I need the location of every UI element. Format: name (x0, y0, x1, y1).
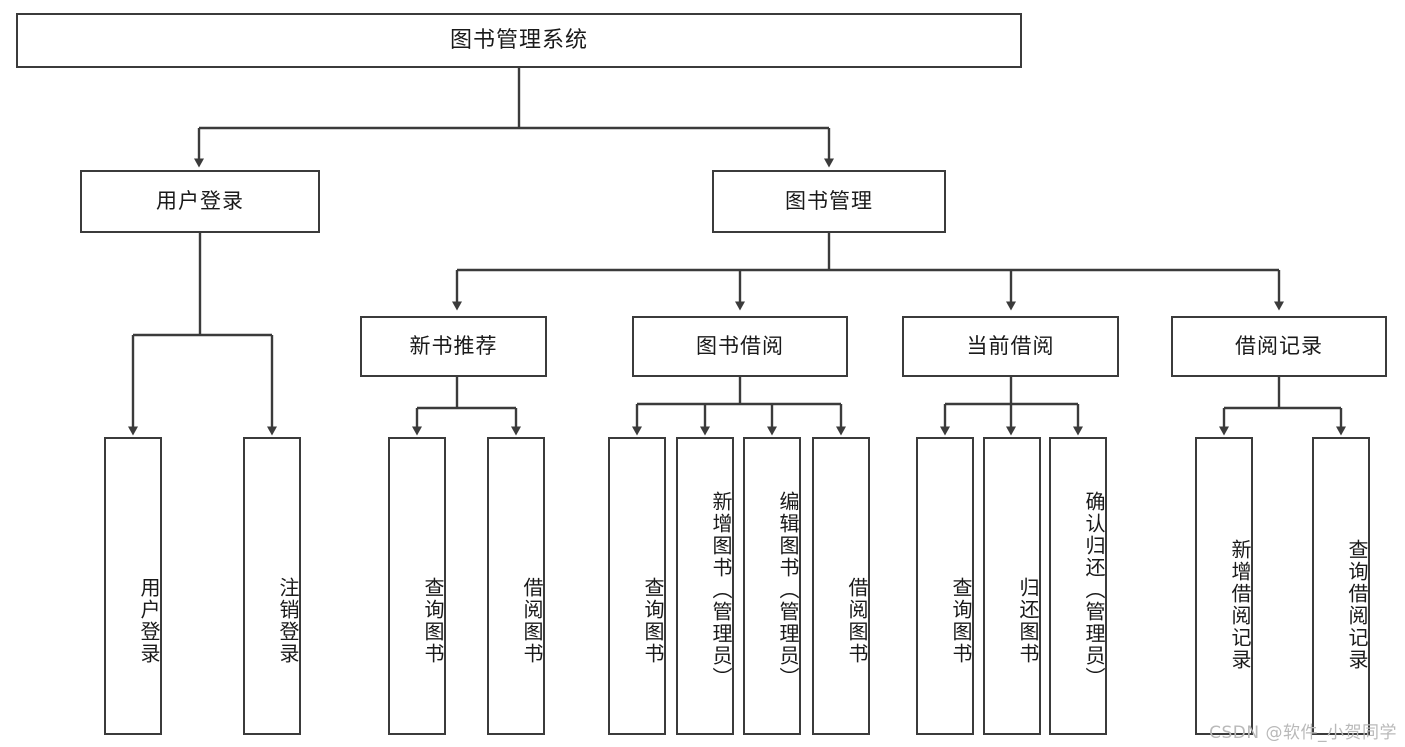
leaf-user-login-signout[interactable]: 注销登录 (243, 437, 301, 735)
node-label: 用户登录 (156, 189, 244, 214)
node-label: 图书管理系统 (449, 27, 588, 53)
node-label: 当前借阅 (966, 334, 1055, 359)
node-label: 图书管理 (785, 189, 873, 214)
node-label: 新增借阅记录 (1228, 539, 1252, 671)
leaf-new-book-borrow[interactable]: 借阅图书 (487, 437, 545, 735)
node-label: 归还图书 (1016, 577, 1040, 665)
leaf-current-borrow-confirm-admin[interactable]: 确认归还（管理员） (1049, 437, 1107, 735)
node-label: 查询借阅记录 (1345, 539, 1369, 671)
node-label: 查询图书 (421, 577, 445, 665)
node-borrow-record[interactable]: 借阅记录 (1171, 316, 1387, 377)
node-label: 编辑图书（管理员） (776, 491, 800, 689)
leaf-user-login-signin[interactable]: 用户登录 (104, 437, 162, 735)
node-label: 借阅记录 (1235, 334, 1323, 359)
node-label: 新书推荐 (409, 334, 498, 359)
node-root-system[interactable]: 图书管理系统 (16, 13, 1022, 68)
leaf-book-borrow-edit-admin[interactable]: 编辑图书（管理员） (743, 437, 801, 735)
leaf-book-borrow-add-admin[interactable]: 新增图书（管理员） (676, 437, 734, 735)
node-label: 新增图书（管理员） (709, 491, 733, 689)
node-user-login[interactable]: 用户登录 (80, 170, 320, 233)
node-book-borrow[interactable]: 图书借阅 (632, 316, 848, 377)
leaf-new-book-query[interactable]: 查询图书 (388, 437, 446, 735)
node-new-book-recommend[interactable]: 新书推荐 (360, 316, 547, 377)
node-label: 确认归还（管理员） (1082, 491, 1106, 689)
node-label: 用户登录 (137, 577, 161, 665)
node-label: 图书借阅 (696, 334, 784, 359)
leaf-book-borrow-borrow[interactable]: 借阅图书 (812, 437, 870, 735)
leaf-book-borrow-query[interactable]: 查询图书 (608, 437, 666, 735)
leaf-borrow-record-query[interactable]: 查询借阅记录 (1312, 437, 1370, 735)
watermark-text: CSDN @软件_小贺同学 (1209, 723, 1397, 743)
node-label: 注销登录 (276, 577, 300, 665)
node-label: 借阅图书 (845, 577, 869, 665)
node-label: 查询图书 (949, 577, 973, 665)
leaf-current-borrow-query[interactable]: 查询图书 (916, 437, 974, 735)
leaf-current-borrow-return[interactable]: 归还图书 (983, 437, 1041, 735)
node-label: 查询图书 (641, 577, 665, 665)
leaf-borrow-record-add[interactable]: 新增借阅记录 (1195, 437, 1253, 735)
node-book-management[interactable]: 图书管理 (712, 170, 946, 233)
node-label: 借阅图书 (520, 577, 544, 665)
node-current-borrow[interactable]: 当前借阅 (902, 316, 1119, 377)
